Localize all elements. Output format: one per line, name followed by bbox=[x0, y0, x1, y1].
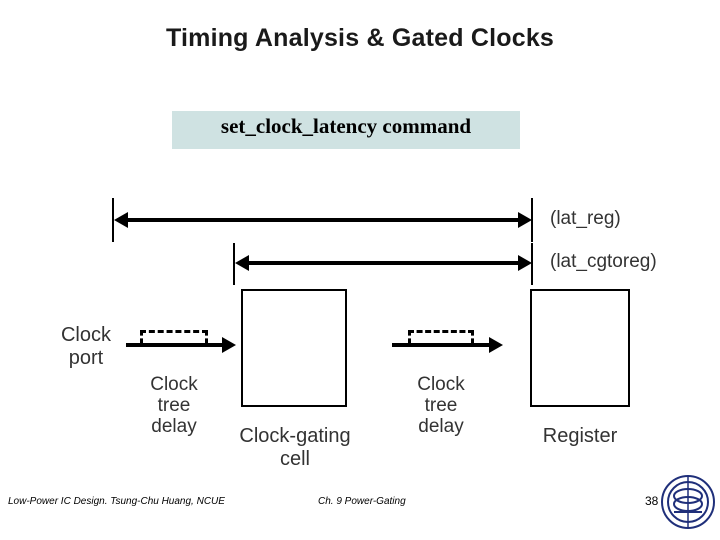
dash-right-left bbox=[205, 330, 208, 344]
lat-cgtoreg-end-tick bbox=[531, 243, 533, 285]
page-title: Timing Analysis & Gated Clocks bbox=[165, 24, 555, 52]
footer-center-text: Ch. 9 Power-Gating bbox=[318, 496, 406, 507]
dash-right-right bbox=[471, 330, 474, 344]
lat-reg-start-tick bbox=[112, 198, 114, 242]
clock-port-to-cg-arrowhead bbox=[222, 337, 236, 353]
register-label: Register bbox=[542, 425, 618, 447]
cg-to-register-arrowhead bbox=[489, 337, 503, 353]
clock-tree-delay-right-label: Clock tree delay bbox=[401, 374, 481, 437]
clock-port-to-cg-line bbox=[126, 343, 226, 347]
lat-reg-end-tick bbox=[531, 198, 533, 242]
clock-port-label-line1: Clock bbox=[60, 324, 111, 346]
ctd-left-line1: Clock bbox=[150, 374, 198, 395]
dash-top-right bbox=[408, 330, 474, 333]
ctd-left-line2: tree bbox=[157, 395, 191, 416]
clock-tree-delay-right-symbol bbox=[408, 330, 474, 348]
ncue-logo-icon bbox=[661, 475, 715, 529]
ctd-right-line3: delay bbox=[418, 416, 464, 437]
ctd-left-line3: delay bbox=[151, 416, 197, 437]
clock-tree-delay-left-symbol bbox=[140, 330, 208, 348]
lat-reg-left-arrowhead bbox=[114, 212, 128, 228]
clock-port-label-line2: port bbox=[68, 347, 104, 369]
cg-label-line2: cell bbox=[279, 448, 310, 470]
dash-left-right bbox=[408, 330, 411, 344]
lat-reg-label: (lat_reg) bbox=[550, 208, 621, 229]
lat-reg-line bbox=[126, 218, 526, 222]
clock-port-label: Clock port bbox=[38, 324, 134, 370]
lat-cgtoreg-left-arrowhead bbox=[235, 255, 249, 271]
lat-cgtoreg-line bbox=[247, 261, 526, 265]
register-box bbox=[530, 289, 630, 407]
footer-left-text: Low-Power IC Design. Tsung-Chu Huang, NC… bbox=[8, 496, 225, 507]
ctd-right-line2: tree bbox=[424, 395, 458, 416]
dash-left-left bbox=[140, 330, 143, 344]
footer-page-number: 38 bbox=[645, 494, 659, 508]
dash-top-left bbox=[140, 330, 208, 333]
lat-cgtoreg-right-arrowhead bbox=[518, 255, 532, 271]
clock-gating-cell-label: Clock-gating cell bbox=[222, 425, 368, 471]
clock-gating-cell-box bbox=[241, 289, 347, 407]
cg-to-register-line bbox=[392, 343, 492, 347]
cg-label-line1: Clock-gating bbox=[239, 425, 351, 447]
lat-cgtoreg-start-tick bbox=[233, 243, 235, 285]
clock-tree-delay-left-label: Clock tree delay bbox=[134, 374, 214, 437]
ctd-right-line1: Clock bbox=[417, 374, 465, 395]
lat-reg-right-arrowhead bbox=[518, 212, 532, 228]
lat-cgtoreg-label: (lat_cgtoreg) bbox=[550, 251, 657, 272]
command-banner-background bbox=[172, 111, 520, 149]
command-banner-label: set_clock_latency command bbox=[220, 114, 472, 138]
